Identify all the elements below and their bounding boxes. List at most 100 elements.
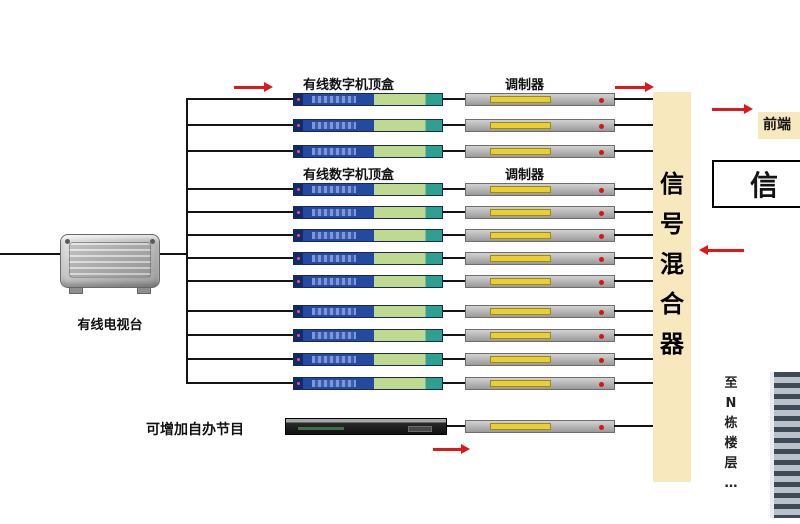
branch-line [186, 280, 293, 282]
station-ribs [69, 242, 151, 278]
building-photo [770, 372, 800, 518]
modulator-device [465, 183, 615, 196]
branch-line [186, 124, 293, 126]
self-program-label: 可增加自办节目 [146, 422, 244, 438]
connector-line [443, 358, 465, 360]
mixer-char: 信 [660, 170, 684, 198]
branch-line [186, 334, 293, 336]
set-top-box-device [293, 229, 443, 242]
connector-line [443, 234, 465, 236]
modulator-device [465, 93, 615, 106]
modulator-device [465, 329, 615, 342]
station-output-line [156, 253, 188, 255]
set-top-box-device [293, 275, 443, 288]
building-label-char: 至 [724, 376, 738, 391]
building-label-char: 层 [724, 456, 738, 471]
station-label: 有线电视台 [77, 318, 143, 333]
set-top-box-device [293, 183, 443, 196]
modulator-device [465, 305, 615, 318]
group2-modulator-label: 调制器 [505, 168, 545, 183]
set-top-box-device [293, 93, 443, 106]
modulator-device [465, 145, 615, 158]
cable-tv-station-device [60, 234, 160, 294]
modulator-device [465, 353, 615, 366]
modulator-device [465, 275, 615, 288]
modulator-output-line [614, 234, 653, 236]
building-label-char: 栋 [724, 416, 738, 431]
input-line [0, 253, 62, 255]
frontend-box: 前端 [758, 112, 800, 139]
trunk-line [186, 98, 188, 384]
branch-line [186, 188, 293, 190]
station-foot [69, 287, 83, 294]
building-floors-label: 至 N 栋 楼 层 … [722, 374, 740, 494]
connector-line [443, 334, 465, 336]
modulator-output-line [614, 124, 653, 126]
modulator-output-line [614, 280, 653, 282]
connector-line [443, 124, 465, 126]
flow-arrow-icon [615, 82, 654, 92]
building-label-char: … [724, 476, 738, 491]
modulator-output-line [614, 150, 653, 152]
modulator-device [465, 206, 615, 219]
modulator-output-line [614, 310, 653, 312]
connector-line [443, 280, 465, 282]
partial-signal-box: 信 [712, 160, 800, 208]
flow-arrow-icon [699, 245, 744, 255]
modulator-device [465, 377, 615, 390]
mixer-char: 合 [660, 290, 684, 318]
modulator-device [465, 119, 615, 132]
connector-line [443, 257, 465, 259]
flow-arrow-icon [234, 82, 273, 92]
branch-line [186, 150, 293, 152]
group1-stb-label: 有线数字机顶盒 [303, 78, 395, 93]
modulator-output-line [614, 211, 653, 213]
building-label-char: 楼 [724, 436, 738, 451]
connector-line [443, 382, 465, 384]
partial-signal-text: 信 [750, 169, 779, 202]
modulator-output-line [614, 257, 653, 259]
modulator-output-line [614, 334, 653, 336]
modulator-device [465, 420, 615, 433]
set-top-box-device [293, 377, 443, 390]
building-label-char: N [725, 396, 737, 411]
modulator-device [465, 252, 615, 265]
group1-modulator-label: 调制器 [505, 78, 545, 93]
connector-line [443, 98, 465, 100]
bolt-icon [65, 239, 70, 244]
set-top-box-device [293, 329, 443, 342]
branch-line [186, 98, 293, 100]
station-foot [137, 287, 151, 294]
branch-line [186, 257, 293, 259]
self-program-device [285, 418, 447, 435]
flow-arrow-icon [433, 444, 470, 454]
modulator-output-line [614, 98, 653, 100]
flow-arrow-icon [712, 104, 753, 114]
connector-line [443, 188, 465, 190]
set-top-box-device [293, 206, 443, 219]
modulator-device [465, 229, 615, 242]
bolt-icon [150, 239, 155, 244]
connector-line [447, 425, 465, 427]
set-top-box-device [293, 353, 443, 366]
set-top-box-device [293, 252, 443, 265]
modulator-output-line [614, 358, 653, 360]
mixer-char: 混 [660, 250, 684, 278]
set-top-box-device [293, 305, 443, 318]
modulator-output-line [614, 382, 653, 384]
set-top-box-device [293, 119, 443, 132]
connector-line [443, 310, 465, 312]
connector-line [443, 150, 465, 152]
modulator-output-line [614, 425, 653, 427]
branch-line [186, 382, 293, 384]
branch-line [186, 358, 293, 360]
mixer-char: 器 [660, 330, 684, 358]
set-top-box-device [293, 145, 443, 158]
mixer-char: 号 [660, 210, 684, 238]
signal-mixer-label: 信 号 混 合 器 [653, 164, 691, 364]
modulator-output-line [614, 188, 653, 190]
branch-line [186, 310, 293, 312]
connector-line [443, 211, 465, 213]
signal-mixer: 信 号 混 合 器 [653, 92, 691, 482]
